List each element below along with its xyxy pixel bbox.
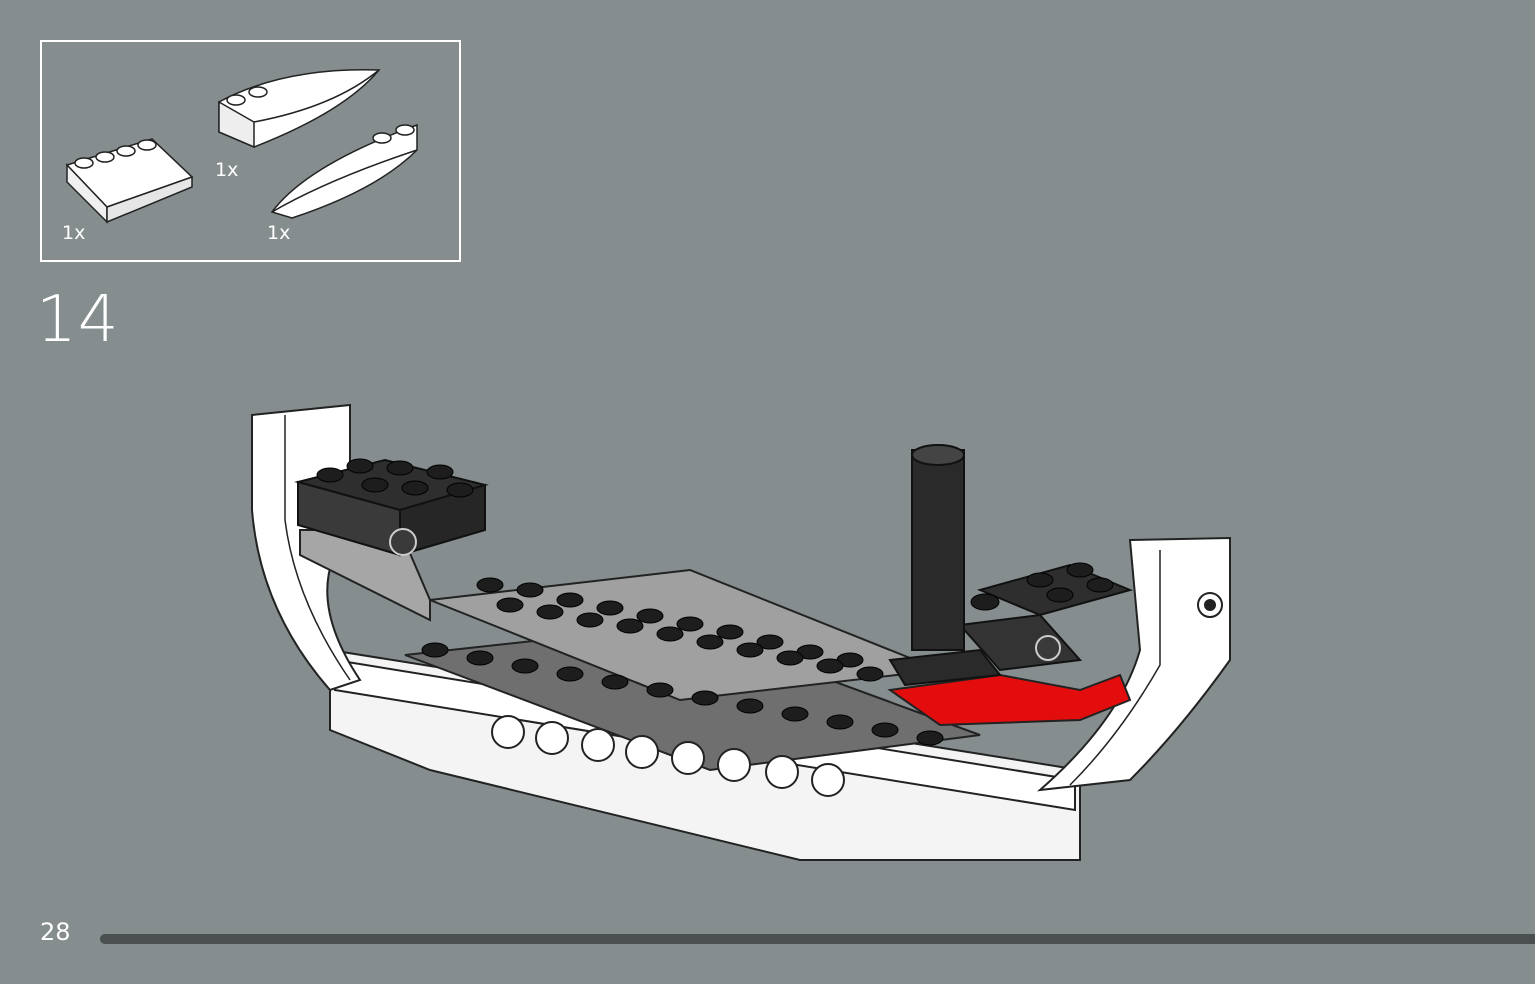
part-qty-2: 1x [215, 159, 239, 181]
part-qty-3: 1x [267, 222, 291, 244]
white-wedge-plate-left-icon [218, 69, 381, 149]
boat-hull-assembly-icon [251, 403, 1231, 861]
page-number: 28 [40, 918, 71, 946]
progress-bar [100, 934, 1535, 944]
step-number: 14 [36, 283, 120, 357]
white-wedge-plate-right-icon [270, 123, 418, 219]
parts-callout: 1x 1x 1x [40, 40, 461, 262]
progress-bar-fill [100, 934, 1535, 944]
part-qty-1: 1x [62, 222, 86, 244]
white-slope-brick-4x2-icon [65, 138, 194, 224]
